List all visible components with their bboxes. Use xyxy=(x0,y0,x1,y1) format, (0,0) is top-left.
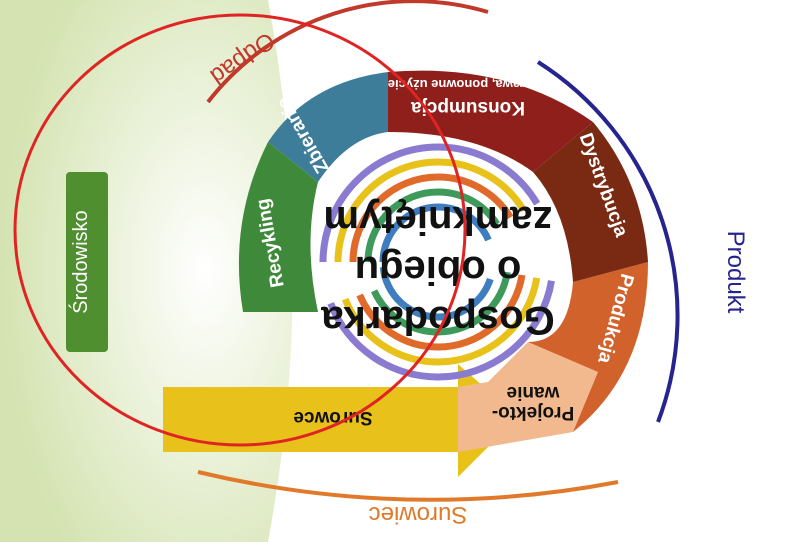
center-title-line3: zamkniętym xyxy=(324,198,553,242)
center-title-line2: o obiegu xyxy=(355,248,522,292)
design-label: Projekto- xyxy=(492,402,574,423)
distribution-segment xyxy=(533,122,648,282)
raw-material-arc xyxy=(197,470,619,502)
consumption-label: Konsumpcja xyxy=(411,97,525,118)
center-title-line1: Gospodarka xyxy=(321,298,555,342)
production-segment xyxy=(528,262,648,432)
product-label: Produkt xyxy=(722,231,749,314)
design-segment xyxy=(458,342,598,452)
raw-material-label: Surowiec xyxy=(369,501,468,528)
product-arc xyxy=(536,60,680,423)
consumption-sub-label: naprawa, ponowne użycie xyxy=(388,77,548,92)
raw-materials-label: Surowce xyxy=(293,407,372,428)
design-label-cont: wanie xyxy=(507,382,561,403)
environment-label: Środowisko xyxy=(68,210,92,313)
